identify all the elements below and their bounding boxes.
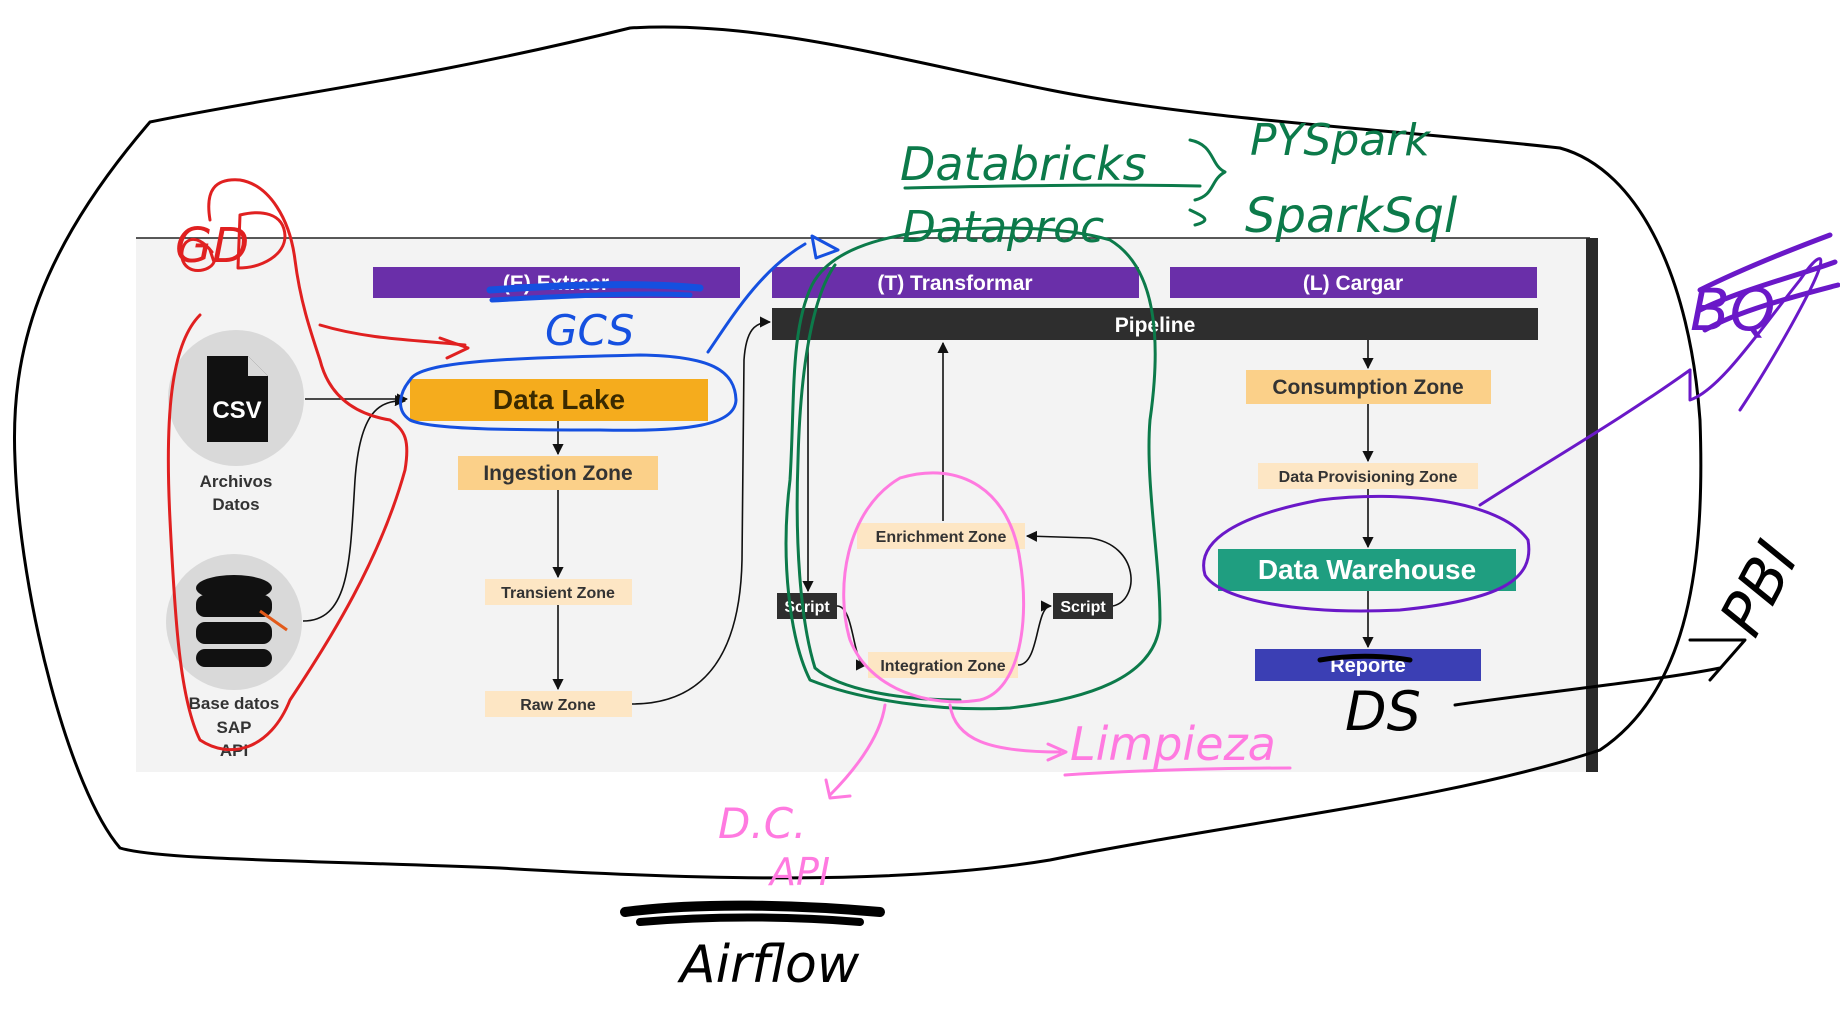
phase-header-load-label: (L) Cargar xyxy=(1303,272,1403,295)
provisioning-zone-label: Data Provisioning Zone xyxy=(1279,469,1458,486)
ink-overlay: GCS Databricks Dataproc PYSpark SparkSql… xyxy=(13,25,1840,995)
transient-zone-label: Transient Zone xyxy=(501,585,615,602)
files-label-line2: Datos xyxy=(212,495,259,514)
transient-zone-box xyxy=(485,579,632,605)
phase-header-transform-label: (T) Transformar xyxy=(877,272,1032,295)
script-right-label: Script xyxy=(1060,599,1106,616)
data-lake-box xyxy=(410,379,708,421)
ink-pink-annotation: Limpieza D.C. API xyxy=(718,471,1292,894)
ink-blue-annotation: GCS xyxy=(399,234,840,432)
diagram-connectors xyxy=(302,316,1374,705)
script-right-box xyxy=(1053,593,1113,619)
integration-zone-label: Integration Zone xyxy=(880,658,1005,675)
ink-pbi-text: PBI xyxy=(1706,530,1812,647)
phase-header-transform xyxy=(772,267,1139,298)
csv-icon-text: CSV xyxy=(212,397,261,424)
db-label-line2: SAP xyxy=(217,718,252,737)
reporte-label: Reporte xyxy=(1330,655,1406,677)
data-lake-label: Data Lake xyxy=(493,384,625,415)
ink-dataproc-text: Dataproc xyxy=(902,202,1104,253)
ink-limpieza-text: Limpieza xyxy=(1070,717,1276,771)
raw-zone-label: Raw Zone xyxy=(520,697,596,714)
ingestion-zone-label: Ingestion Zone xyxy=(483,462,632,485)
ink-sparksql-text: SparkSql xyxy=(1245,188,1458,244)
enrichment-zone-box xyxy=(857,523,1025,549)
ink-red-annotation xyxy=(166,178,470,752)
raw-to-pipeline-arrow xyxy=(631,316,772,705)
ink-bq-text: BQ xyxy=(1690,276,1775,344)
script-left-label: Script xyxy=(784,599,830,616)
ink-green-annotation: Databricks Dataproc PYSpark SparkSql xyxy=(784,115,1458,711)
ink-dc-text: D.C. xyxy=(718,799,806,848)
consumption-zone-box xyxy=(1246,370,1491,404)
script-left-box xyxy=(777,593,837,619)
ink-airflow-text: Airflow xyxy=(677,935,860,995)
ingestion-zone-box xyxy=(458,456,658,490)
files-label-line1: Archivos xyxy=(200,472,273,491)
ink-gcs-text: GCS xyxy=(545,306,634,355)
data-warehouse-label: Data Warehouse xyxy=(1258,554,1476,585)
phase-header-load xyxy=(1170,267,1537,298)
integration-to-script-arrow xyxy=(1017,600,1053,666)
db-label-line1: Base datos xyxy=(189,694,280,713)
ink-pyspark-text: PYSpark xyxy=(1250,115,1431,166)
script-to-enrichment-arrow xyxy=(1025,530,1132,607)
csv-file-icon: CSV xyxy=(207,356,268,442)
ink-ds-text: DS xyxy=(1345,680,1421,743)
ink-api-text: API xyxy=(767,850,830,894)
integration-zone-box xyxy=(868,652,1018,678)
ink-gd-text: GD xyxy=(175,218,249,274)
raw-zone-box xyxy=(485,691,632,717)
provisioning-zone-box xyxy=(1258,463,1478,489)
db-to-datalake-arrow xyxy=(302,395,407,622)
enrichment-zone-label: Enrichment Zone xyxy=(876,529,1007,546)
ink-databricks-text: Databricks xyxy=(900,137,1147,191)
panel-right-border xyxy=(1586,238,1598,772)
ink-purple-annotation: BQ xyxy=(1202,232,1840,613)
consumption-zone-label: Consumption Zone xyxy=(1272,376,1463,399)
ink-black-boundary xyxy=(13,25,1703,880)
database-icon xyxy=(196,575,288,667)
data-warehouse-box xyxy=(1218,549,1516,591)
